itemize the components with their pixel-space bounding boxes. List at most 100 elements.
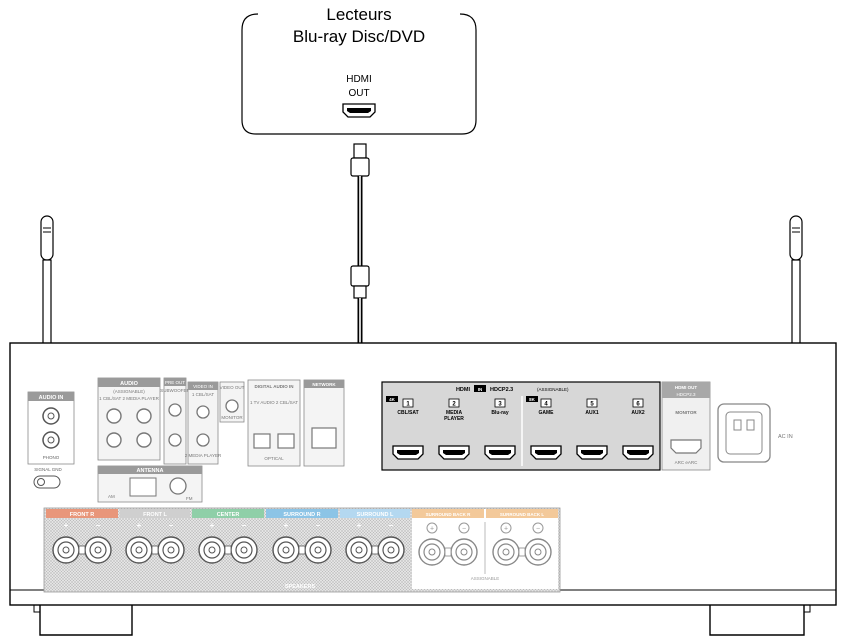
hdmi-out-port[interactable] xyxy=(670,439,702,454)
hdmi-input-label: CBL/SAT xyxy=(397,410,418,416)
svg-text:+: + xyxy=(430,526,434,533)
front-l-label: FRONT L xyxy=(143,512,167,518)
hdmi-input-label: GAME xyxy=(539,410,555,416)
hdmi-input-label: Blu-ray xyxy=(491,410,508,416)
hdmi-input-number: 5 xyxy=(590,402,594,408)
surround-back-r-label: SURROUND BACK R xyxy=(426,512,471,517)
video-in-label: VIDEO IN xyxy=(193,384,213,389)
surround-r-label: SURROUND R xyxy=(283,512,320,518)
monitor-label: MONITOR xyxy=(675,410,697,415)
optical-label: OPTICAL xyxy=(264,456,284,461)
hdmi-input-number: 1 xyxy=(406,402,410,408)
player-port-line2: OUT xyxy=(348,88,369,99)
speaker-terminal-pair[interactable]: +− xyxy=(272,521,332,564)
antenna-label: ANTENNA xyxy=(137,468,164,474)
hdmi-input-number: 2 xyxy=(452,402,456,408)
svg-text:−: − xyxy=(462,526,466,533)
assignable-audio-label: AUDIO xyxy=(120,381,138,387)
ac-in-label: AC IN xyxy=(778,434,793,440)
svg-text:+: + xyxy=(210,521,215,530)
speaker-terminal-pair[interactable]: +− xyxy=(125,521,185,564)
cbl-sat-media: 1 CBL/SAT 2 MEDIA PLAYER xyxy=(99,396,160,401)
svg-text:+: + xyxy=(284,521,289,530)
player-title-line2: Blu-ray Disc/DVD xyxy=(293,27,425,46)
hdmi-out-hdcp: HDCP2.3 xyxy=(676,392,696,397)
phono-label: PHONO xyxy=(43,455,60,460)
ac-inlet: AC IN xyxy=(717,403,793,463)
video-out-label: VIDEO OUT xyxy=(220,385,245,390)
signal-gnd-label: SIGNAL GND xyxy=(34,467,62,472)
hdmi-input-label: MEDIA xyxy=(446,410,463,416)
network-port[interactable] xyxy=(311,427,337,449)
hdmi-in-panel: HDMI IN HDCP2.3 (ASSIGNABLE) 4K 8K xyxy=(381,381,661,471)
digital-audio-in: DIGITAL AUDIO IN 1 TV AUDIO 2 CBL/SAT OP… xyxy=(247,379,301,467)
assignable-sub: (ASSIGNABLE) xyxy=(113,389,145,394)
bluray-player: Lecteurs Blu-ray Disc/DVD HDMI OUT xyxy=(241,5,477,135)
player-title-line1: Lecteurs xyxy=(326,5,391,24)
hdmi-input-number: 4 xyxy=(544,402,548,408)
hdmi-header: HDMI xyxy=(456,387,471,393)
hdmi-input-label: AUX1 xyxy=(585,410,599,416)
hdcp-label: HDCP2.3 xyxy=(490,387,513,393)
svg-text:+: + xyxy=(504,526,508,533)
svg-text:−: − xyxy=(242,521,247,530)
assignable-label: ASSIGNABLE xyxy=(471,576,500,581)
antenna-terminals: ANTENNA AM FM xyxy=(97,465,203,503)
pre-out-label: PRE OUT xyxy=(165,380,185,385)
video-section: VIDEO IN 1 CBL/SAT 2 MEDIA PLAYER VIDEO … xyxy=(185,381,245,465)
hdmi-input-number: 3 xyxy=(498,402,502,408)
svg-text:+: + xyxy=(357,521,362,530)
video-out-sub: MONITOR xyxy=(221,415,243,420)
speaker-terminal-pair-back[interactable]: +− xyxy=(418,522,478,566)
speaker-terminal-pair[interactable]: +− xyxy=(345,521,405,564)
digital-audio-label: DIGITAL AUDIO IN xyxy=(255,384,294,389)
surround-back-l-label: SURROUND BACK L xyxy=(500,512,544,517)
media-player-label: 2 MEDIA PLAYER xyxy=(185,453,222,458)
player-port-line1: HDMI xyxy=(346,74,372,85)
arc-label: ARC eARC xyxy=(675,460,699,465)
surround-l-label: SURROUND L xyxy=(357,512,394,518)
svg-text:+: + xyxy=(64,521,69,530)
speakers-label: SPEAKERS xyxy=(285,584,316,590)
network-section: NETWORK xyxy=(303,379,345,467)
speaker-terminal-pair[interactable]: +− xyxy=(198,521,258,564)
speaker-terminal-pair[interactable]: +− xyxy=(52,521,112,564)
video-in-sub: 1 CBL/SAT xyxy=(192,392,214,397)
svg-text:+: + xyxy=(137,521,142,530)
audio-assignable: AUDIO (ASSIGNABLE) 1 CBL/SAT 2 MEDIA PLA… xyxy=(97,377,161,461)
player-hdmi-out-port[interactable] xyxy=(342,103,376,118)
hdmi-input-label: PLAYER xyxy=(444,416,464,422)
hdmi-input-number: 6 xyxy=(636,402,640,408)
hdmi-assignable: (ASSIGNABLE) xyxy=(537,387,569,392)
front-r-label: FRONT R xyxy=(70,512,94,518)
hdmi-out-panel: HDMI OUT HDCP2.3 MONITOR ARC eARC xyxy=(661,381,711,471)
audio-in-phono: AUDIO IN PHONO SIGNAL GND xyxy=(27,391,75,489)
network-label: NETWORK xyxy=(312,382,336,387)
hdmi-out-label: HDMI OUT xyxy=(675,385,697,390)
svg-text:−: − xyxy=(316,521,321,530)
pre-out: PRE OUT SUBWOOFER xyxy=(160,377,190,465)
am-label: AM xyxy=(108,494,115,499)
hdmi-in-badge: IN xyxy=(478,387,483,392)
speaker-terminal-pair-back[interactable]: +− xyxy=(492,522,552,566)
digital-sub: 1 TV AUDIO 2 CBL/SAT xyxy=(250,400,298,405)
center-label: CENTER xyxy=(217,512,240,518)
speaker-posts: +−+−+−+−+−+−+− xyxy=(52,521,552,574)
badge-8k: 8K xyxy=(529,397,536,402)
svg-text:−: − xyxy=(536,526,540,533)
audio-in-label: AUDIO IN xyxy=(39,395,64,401)
badge-4k: 4K xyxy=(389,397,396,402)
fm-label: FM xyxy=(186,496,193,501)
svg-text:−: − xyxy=(389,521,394,530)
subwoofer-label: SUBWOOFER xyxy=(160,388,190,393)
svg-text:−: − xyxy=(96,521,101,530)
svg-text:−: − xyxy=(169,521,174,530)
